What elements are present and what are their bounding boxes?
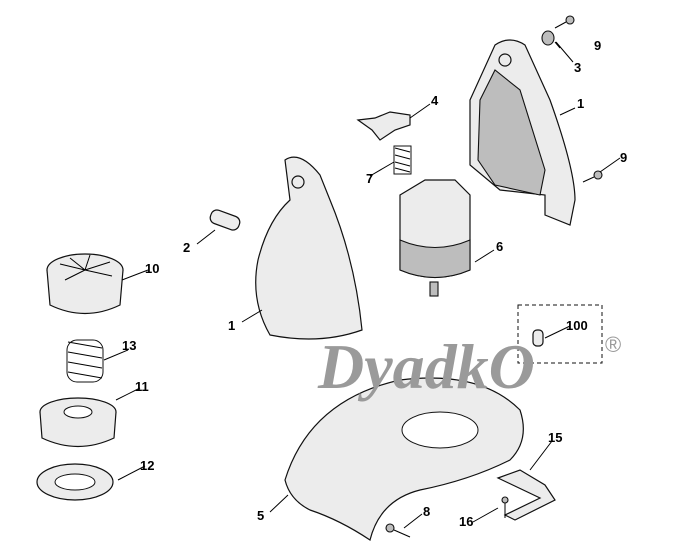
screw-8 [385,523,411,538]
watermark: DyadkO [317,331,535,402]
callout-100: 100 [566,318,588,333]
callout-9-right: 9 [620,150,627,165]
pin [209,209,241,231]
spool [39,397,117,447]
spring-7 [393,145,412,175]
callout-5: 5 [257,508,264,523]
callout-3: 3 [574,60,581,75]
screw-right [582,170,603,183]
callout-8: 8 [423,504,430,519]
line-cutter-blade [496,469,556,521]
callout-4: 4 [431,93,439,108]
deflector-guard [284,377,524,541]
registered-mark: ® [605,332,621,357]
callout-16: 16 [459,514,473,529]
motor [399,179,471,297]
screw-16 [501,496,509,518]
housing-half-right [469,39,576,226]
callout-13: 13 [122,338,136,353]
switch-lever [356,111,411,141]
callout-6: 6 [496,239,503,254]
callout-10: 10 [145,261,159,276]
spool-cap [36,463,114,501]
callout-1-right: 1 [577,96,584,111]
housing-half-left [255,156,363,340]
callout-1-left: 1 [228,318,235,333]
screw-top [554,15,575,29]
kit-100-box [517,304,603,364]
callout-15: 15 [548,430,562,445]
callout-12: 12 [140,458,154,473]
callout-7: 7 [366,171,373,186]
callout-2: 2 [183,240,190,255]
fan-wheel [46,253,124,314]
callout-9-top: 9 [594,38,601,53]
nut-3 [541,30,555,46]
spring-13 [66,339,104,383]
callout-11: 11 [135,379,149,394]
